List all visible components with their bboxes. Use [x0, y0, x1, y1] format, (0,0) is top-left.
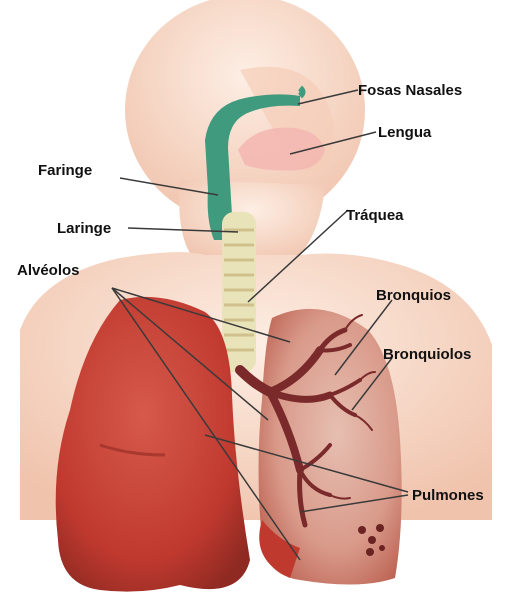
label-fosas-nasales: Fosas Nasales	[358, 82, 462, 99]
label-bronquiolos: Bronquiolos	[383, 346, 471, 363]
label-alveolos: Alvéolos	[17, 262, 80, 279]
trachea	[222, 212, 256, 372]
label-bronquios: Bronquios	[376, 287, 451, 304]
label-laringe: Laringe	[57, 220, 111, 237]
label-lengua: Lengua	[378, 124, 432, 141]
label-faringe: Faringe	[38, 162, 92, 179]
label-traquea: Tráquea	[346, 207, 404, 224]
label-pulmones: Pulmones	[412, 487, 484, 504]
